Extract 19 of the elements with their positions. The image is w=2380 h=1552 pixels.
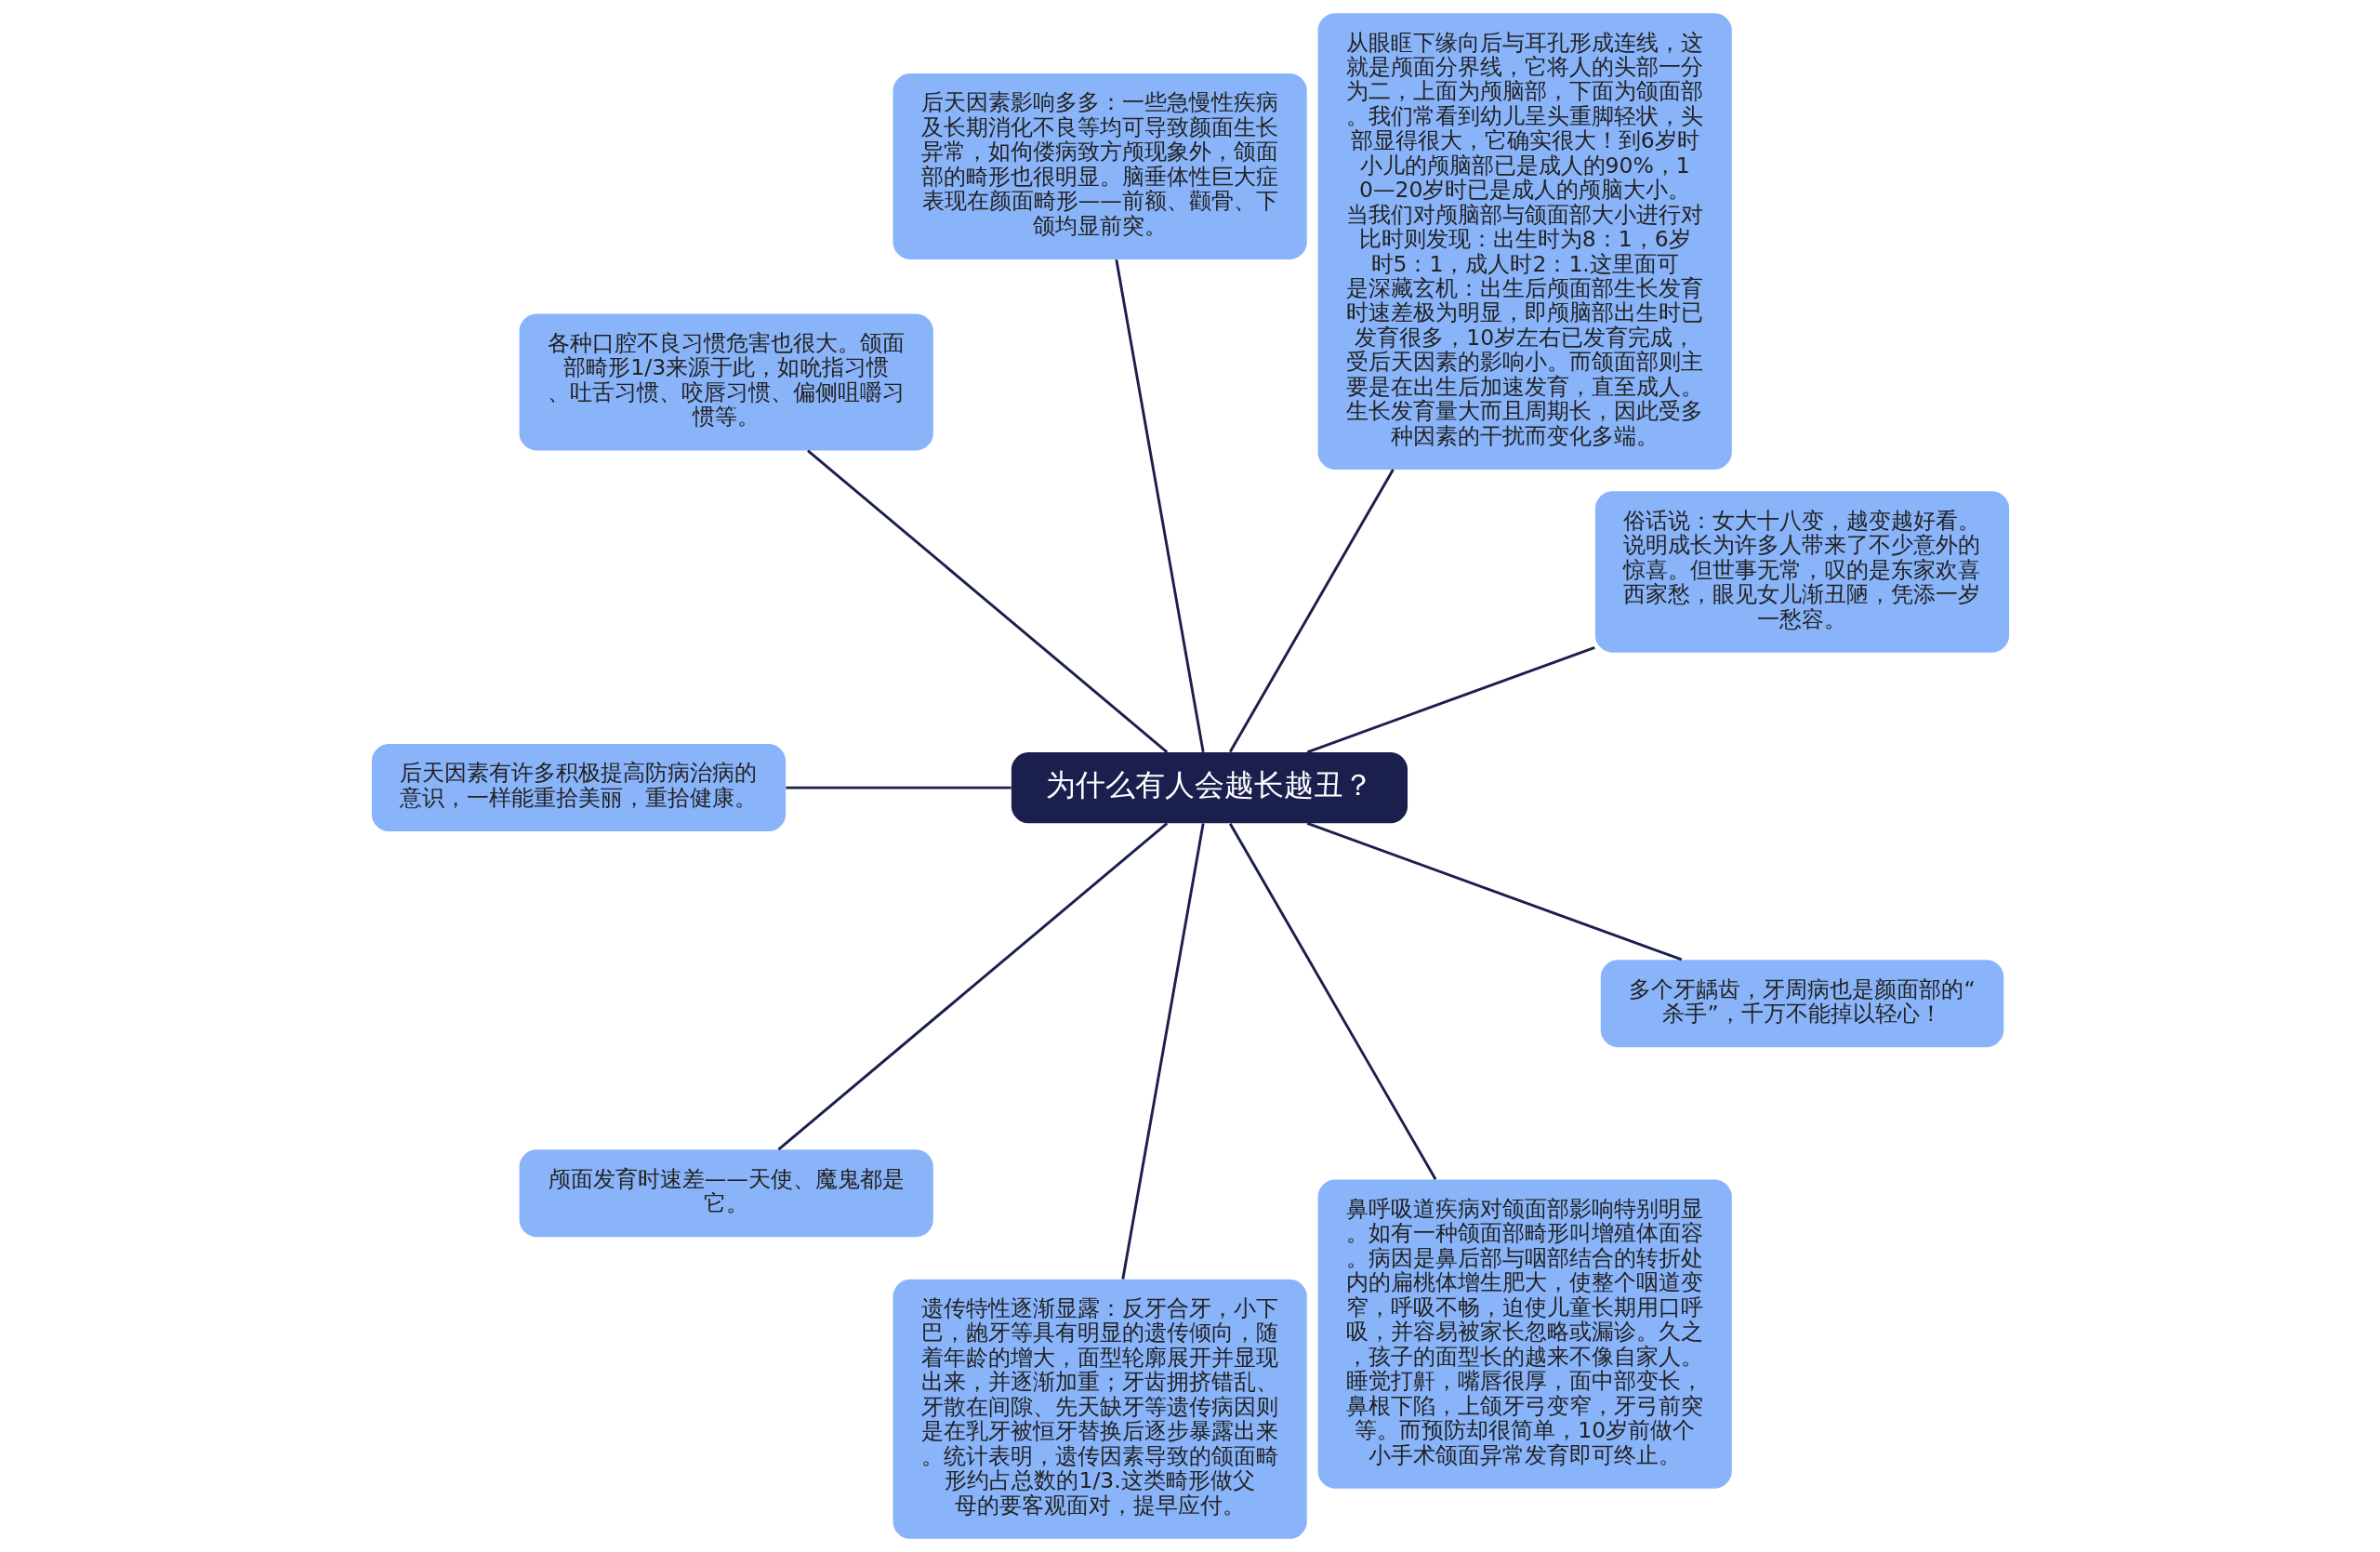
node-box: 为什么有人会越长越丑？ xyxy=(1011,751,1408,824)
node-box: 多个牙龋齿，牙周病也是颜面部的“杀手”，千万不能掉以轻心！ xyxy=(1600,960,2003,1048)
node-box: 从眼眶下缘向后与耳孔形成连线，这就是颅面分界线，它将人的头部一分为二，上面为颅脑部，下面为颌面部。我们常看到幼儿呈头重脚轻状，头部显得很大，它确实很大！到6岁时小儿的颅脑部已是成人的90%，10—20岁时已是成人的颅脑大小。当我们对颅脑部与颌面部大小进行对比时则发现：出生时为8：1，6岁时5：1，成人时2：1.这里面可是深藏玄机：出生后颅面部生长发育时速差极为明显，即颅脑部出生时已发育很多，10岁左右已发育完成，受后天因素的影响小。而颌面部则主要是在出生后加速发育，直至成人。生长发育量大而且周期长，因此受多种因素的干扰而变化多端。 xyxy=(1317,13,1732,470)
connector xyxy=(1114,259,1205,753)
node-box: 鼻呼吸道疾病对颌面部影响特别明显。如有一种颌面部畸形叫增殖体面容。病因是鼻后部与咽部结合的转折处内的扁桃体增生肥大，使整个咽道变窄，呼吸不畅，迫使儿童长期用口呼吸，并容易被家长忽略或漏诊。久之，孩子的面型长的越来不像自家人。睡觉打鼾，嘴唇很厚，面中部变长，鼻根下陷，上颌牙弓变窄，牙弓前突等。而预防却很简单，10岁前做个小手术颌面异常发育即可终止。 xyxy=(1317,1179,1732,1489)
node-box: 颅面发育时速差——天使、魔鬼都是它。 xyxy=(519,1149,933,1238)
connector xyxy=(1120,823,1205,1280)
node-box: 俗话说：女大十八变，越变越好看。说明成长为许多人带来了不少意外的惊喜。但世事无常，叹的是东家欢喜西家愁，眼见女儿渐丑陋，凭添一岁一愁容。 xyxy=(1594,491,2009,653)
connector xyxy=(1228,469,1395,753)
connector xyxy=(806,449,1168,753)
connector xyxy=(1306,645,1595,754)
connector xyxy=(777,822,1168,1151)
connector xyxy=(1306,822,1682,962)
node-box: 后天因素影响多多：一些急慢性疾病及长期消化不良等均可导致颜面生长异常，如佝偻病致方颅现象外，颌面部的畸形也很明显。脑垂体性巨大症表现在颜面畸形——前额、颧骨、下颌均显前突。 xyxy=(892,73,1307,259)
node-box: 各种口腔不良习惯危害也很大。颌面部畸形1/3来源于此，如吮指习惯、吐舌习惯、咬唇习惯、偏侧咀嚼习惯等。 xyxy=(519,313,933,451)
connector xyxy=(1228,822,1436,1181)
node-box: 后天因素有许多积极提高防病治病的意识，一样能重拾美丽，重拾健康。 xyxy=(371,744,786,832)
connector xyxy=(785,786,1012,789)
node-box: 遗传特性逐渐显露：反牙合牙，小下巴，龅牙等具有明显的遗传倾向，随着年龄的增大，面型轮廓展开并显现出来，并逐渐加重；牙齿拥挤错乱、牙散在间隙、先天缺牙等遗传病因则是在乳牙被恒牙替换后逐步暴露出来。统计表明，遗传因素导致的颌面畸形约占总数的1/3.这类畸形做父母的要客观面对，提早应付。 xyxy=(892,1279,1307,1539)
